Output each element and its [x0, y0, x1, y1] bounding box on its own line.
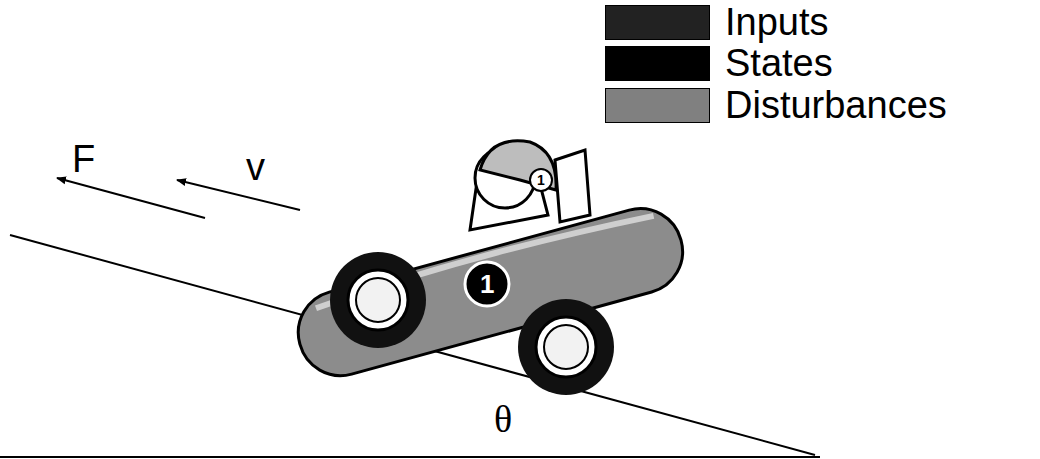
- rim: [536, 317, 596, 377]
- driver: [470, 141, 590, 230]
- helmet-number: 1: [537, 173, 545, 187]
- tire: [330, 252, 426, 348]
- legend-swatch: [605, 88, 710, 123]
- hub: [356, 278, 400, 322]
- helmet-badge: [530, 169, 552, 191]
- seat-back: [555, 150, 590, 222]
- angle-label: θ: [494, 400, 512, 438]
- legend-text: Disturbances: [725, 86, 947, 124]
- rear-wheel: [330, 252, 426, 348]
- hub: [544, 325, 588, 369]
- front-wheel: [518, 299, 614, 395]
- helmet: [480, 141, 556, 190]
- tire: [518, 299, 614, 395]
- car-body: [289, 199, 692, 385]
- number-badge: [465, 262, 509, 306]
- legend-text: Inputs: [725, 3, 829, 41]
- legend-swatch: [605, 5, 710, 40]
- force-arrow: [57, 178, 205, 218]
- car-shell: [289, 199, 692, 385]
- legend-swatch: [605, 46, 710, 81]
- rim: [348, 270, 408, 330]
- car-number: 1: [480, 271, 494, 297]
- legend-text: States: [725, 44, 833, 82]
- velocity-arrow: [177, 180, 300, 210]
- velocity-label: v: [246, 148, 265, 186]
- force-label: F: [72, 140, 95, 178]
- ground-line: [0, 456, 820, 458]
